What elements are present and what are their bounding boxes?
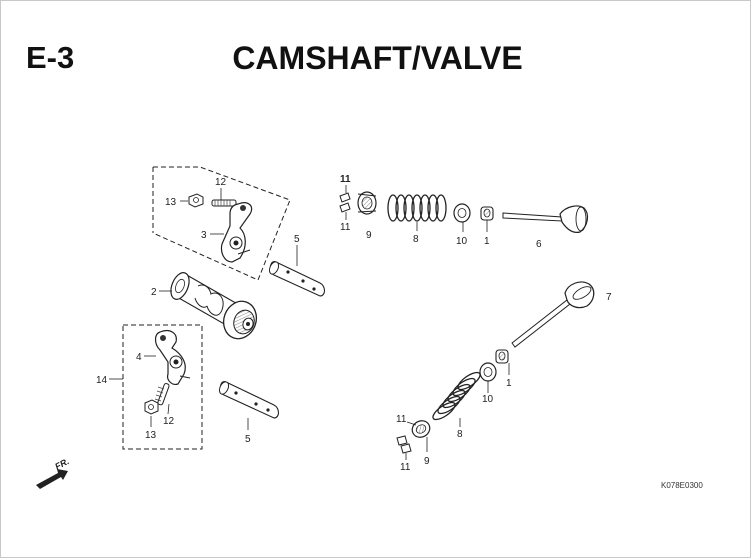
callout-8-lower: 8: [457, 429, 463, 440]
arrow-forward-icon: [36, 469, 68, 489]
callout-11-lower-b: 11: [400, 462, 411, 473]
cotter-lower: [396, 435, 412, 454]
adjusting-screw-upper: [211, 199, 237, 207]
callout-9-lower: 9: [424, 456, 430, 467]
callout-11-lower-a: 11: [396, 414, 407, 425]
callout-11-top: 11: [340, 174, 351, 185]
callout-10-lower: 10: [482, 394, 494, 405]
rocker-arm-group-upper: [152, 166, 291, 281]
stem-seal-lower: [495, 349, 509, 364]
callout-9-upper: 9: [366, 230, 372, 241]
callout-2: 2: [151, 287, 157, 298]
page-title: CAMSHAFT/VALVE: [232, 40, 523, 76]
rocker-arm-group-lower: [122, 324, 203, 450]
callout-10-upper: 10: [456, 236, 468, 247]
callout-11-upper: 11: [340, 222, 351, 233]
callout-5-lower: 5: [245, 434, 251, 445]
spring-retainer-upper: [357, 191, 377, 215]
callout-3: 3: [201, 230, 207, 241]
valve-spring-lower: [432, 371, 481, 421]
stem-seal-upper: [480, 206, 494, 221]
callout-4: 4: [136, 352, 142, 363]
callout-1-lower: 1: [506, 378, 512, 389]
rocker-shaft-upper: [268, 261, 326, 297]
callout-8-upper: 8: [413, 234, 419, 245]
adjusting-nut-upper: [188, 193, 204, 208]
adjusting-nut-lower: [144, 399, 159, 415]
spring-seat-lower: [479, 362, 497, 382]
rocker-arm-exhaust: [154, 330, 191, 385]
section-code: E-3: [26, 40, 75, 75]
rocker-arm-intake: [220, 202, 253, 263]
callout-6: 6: [536, 239, 542, 250]
callout-5-upper: 5: [294, 234, 300, 245]
callout-12-upper: 12: [215, 177, 227, 188]
direction-label: FR.: [53, 456, 70, 472]
callout-7: 7: [606, 292, 612, 303]
callout-14: 14: [96, 375, 108, 386]
callout-13-upper: 13: [165, 197, 177, 208]
intake-valve: [502, 205, 589, 233]
leader-lines: [109, 185, 510, 460]
valve-spring-upper: [387, 194, 447, 222]
exhaust-valve: [511, 281, 595, 348]
callout-12-lower: 12: [163, 416, 175, 427]
cotter-upper: [339, 192, 351, 213]
rocker-shaft-lower: [218, 381, 280, 419]
adjusting-screw-lower: [154, 383, 170, 406]
spring-seat-upper: [453, 203, 471, 223]
spring-retainer-lower: [411, 420, 431, 438]
callout-13-lower: 13: [145, 430, 157, 441]
reference-code: K078E0300: [661, 481, 703, 490]
callout-1-upper: 1: [484, 236, 490, 247]
camshaft: [170, 272, 258, 340]
